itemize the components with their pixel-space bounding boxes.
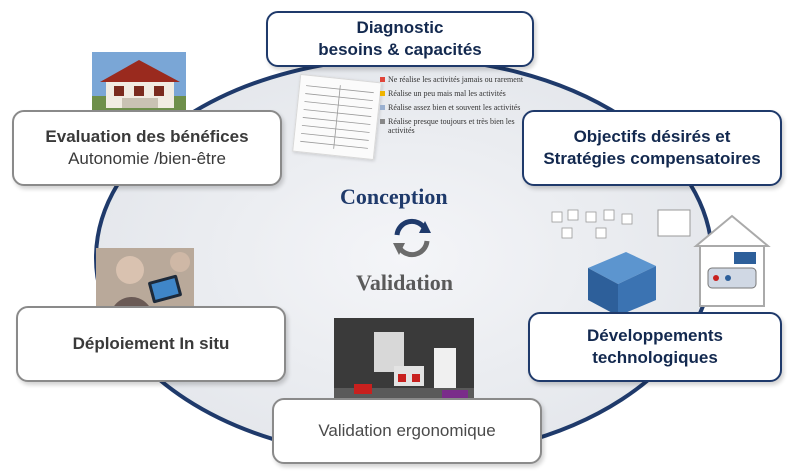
legend-item: Réalise un peu mais mal les activités — [380, 89, 530, 98]
diagnostic-subtitle: besoins & capacités — [318, 40, 482, 59]
technology-illustration — [548, 208, 776, 318]
legend-swatch-grey — [380, 119, 385, 124]
legend-text: Réalise assez bien et souvent les activi… — [388, 103, 521, 112]
legend-swatch-red — [380, 77, 385, 82]
legend-item: Réalise presque toujours et très bien le… — [380, 117, 530, 135]
developpements-title: Développements — [586, 326, 724, 345]
evaluation-box: Evaluation des bénéfices Autonomie /bien… — [12, 110, 282, 186]
objectifs-box: Objectifs désirés et Stratégies compensa… — [522, 110, 782, 186]
deploiement-title: Déploiement In situ — [72, 334, 230, 353]
diagnostic-box: Diagnostic besoins & capacités — [266, 11, 534, 67]
developpements-box: Développements technologiques — [528, 312, 782, 382]
deploiement-box: Déploiement In situ — [16, 306, 286, 382]
diagnostic-title: Diagnostic — [356, 18, 444, 37]
legend-swatch-yellow — [380, 91, 385, 96]
document-legend: Ne réalise les activités jamais ou rarem… — [380, 75, 530, 140]
evaluation-title: Evaluation des bénéfices — [45, 127, 249, 146]
objectifs-subtitle: Stratégies compensatoires — [543, 149, 761, 168]
questionnaire-document — [292, 73, 382, 161]
legend-text: Réalise presque toujours et très bien le… — [388, 117, 515, 135]
house-photo — [92, 52, 186, 118]
validation-label: Validation — [356, 270, 454, 295]
conception-label: Conception — [340, 184, 448, 209]
objectifs-title: Objectifs désirés et — [573, 127, 731, 146]
legend-swatch-blue — [380, 105, 385, 110]
legend-text: Réalise un peu mais mal les activités — [388, 89, 506, 98]
cycle-arrows-icon — [393, 218, 431, 258]
legend-text: Ne réalise les activités jamais ou rarem… — [388, 75, 524, 84]
legend-item: Réalise assez bien et souvent les activi… — [380, 103, 530, 112]
validation-ergonomique-box: Validation ergonomique — [272, 398, 542, 464]
validation-ergonomique-title: Validation ergonomique — [318, 421, 496, 440]
legend-item: Ne réalise les activités jamais ou rarem… — [380, 75, 530, 84]
developpements-subtitle: technologiques — [592, 348, 718, 367]
evaluation-subtitle: Autonomie /bien-être — [68, 149, 226, 168]
